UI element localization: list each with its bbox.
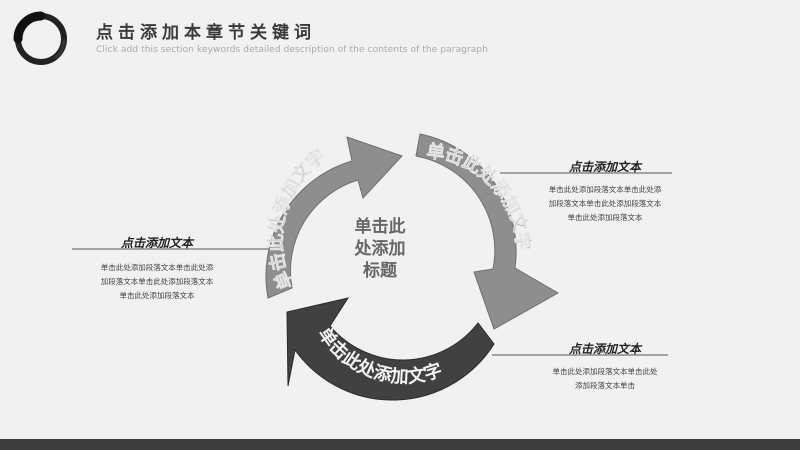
callout-heading: 点击添加文本 — [568, 160, 641, 174]
cycle-arrow-bottom[interactable] — [286, 297, 495, 401]
center-title-line: 处添加 — [354, 239, 406, 259]
callout-line: 单击此处添加段落文本单击此处添 — [548, 185, 662, 194]
callout-body: 单击此处添加段落文本单击此处 添加段落文本单击 — [530, 365, 680, 393]
footer-bar — [0, 439, 800, 450]
callout-body: 单击此处添加段落文本单击此处添 加段落文本单击此处添加段落文本 单击此处添加段落… — [530, 183, 680, 225]
callout-bottom-right[interactable]: 点击添加文本 单击此处添加段落文本单击此处 添加段落文本单击 — [530, 340, 680, 393]
callout-top-right[interactable]: 点击添加文本 单击此处添加段落文本单击此处添 加段落文本单击此处添加段落文本 单… — [530, 158, 680, 225]
cycle-center-title[interactable]: 单击此 处添加 标题 — [340, 216, 420, 282]
callout-line: 单击此处添加段落文本单击此处 — [552, 367, 658, 376]
center-title-line: 标题 — [363, 261, 397, 281]
cycle-arrow-right[interactable] — [415, 133, 560, 330]
callout-body: 单击此处添加段落文本单击此处添 加段落文本单击此处添加段落文本 单击此处添加段落… — [82, 261, 232, 303]
ink-circle-logo-icon — [13, 11, 67, 65]
callout-line: 添加段落文本单击 — [575, 381, 635, 390]
cycle-arrow-left[interactable] — [265, 136, 403, 299]
callout-heading: 点击添加文本 — [568, 342, 641, 356]
page-subtitle: Click add this section keywords detailed… — [96, 45, 489, 55]
callout-line: 单击此处添加段落文本 — [119, 291, 195, 300]
callout-line: 加段落文本单击此处添加段落文本 — [100, 277, 214, 286]
center-title-line: 单击此 — [354, 217, 406, 237]
callout-line: 加段落文本单击此处添加段落文本 — [548, 199, 662, 208]
callout-heading: 点击添加文本 — [120, 236, 193, 250]
callout-left[interactable]: 点击添加文本 单击此处添加段落文本单击此处添 加段落文本单击此处添加段落文本 单… — [82, 234, 232, 303]
page-title: 点击添加本章节关键词 — [96, 23, 316, 43]
callout-line: 单击此处添加段落文本 — [567, 213, 643, 222]
callout-line: 单击此处添加段落文本单击此处添 — [100, 263, 214, 272]
